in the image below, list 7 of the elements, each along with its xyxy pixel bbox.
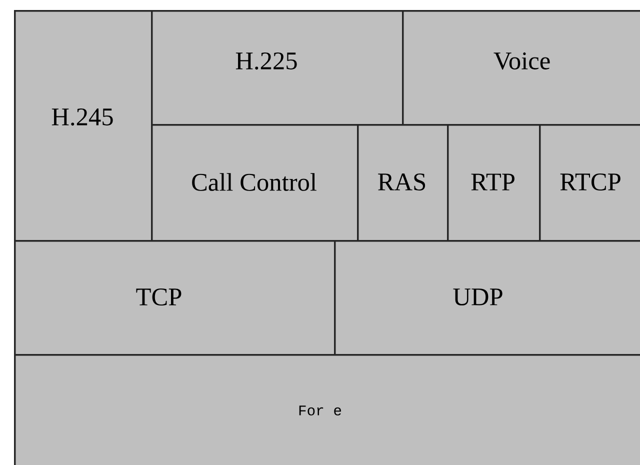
layer-box: RTP	[447, 124, 541, 242]
layer-box: H.225	[151, 10, 404, 126]
layer-box: TCP	[14, 240, 336, 356]
layer-box: RAS	[357, 124, 449, 242]
layer-box: H.245	[14, 10, 153, 242]
layer-box: For e	[14, 354, 640, 465]
layer-box: RTCP	[539, 124, 640, 242]
